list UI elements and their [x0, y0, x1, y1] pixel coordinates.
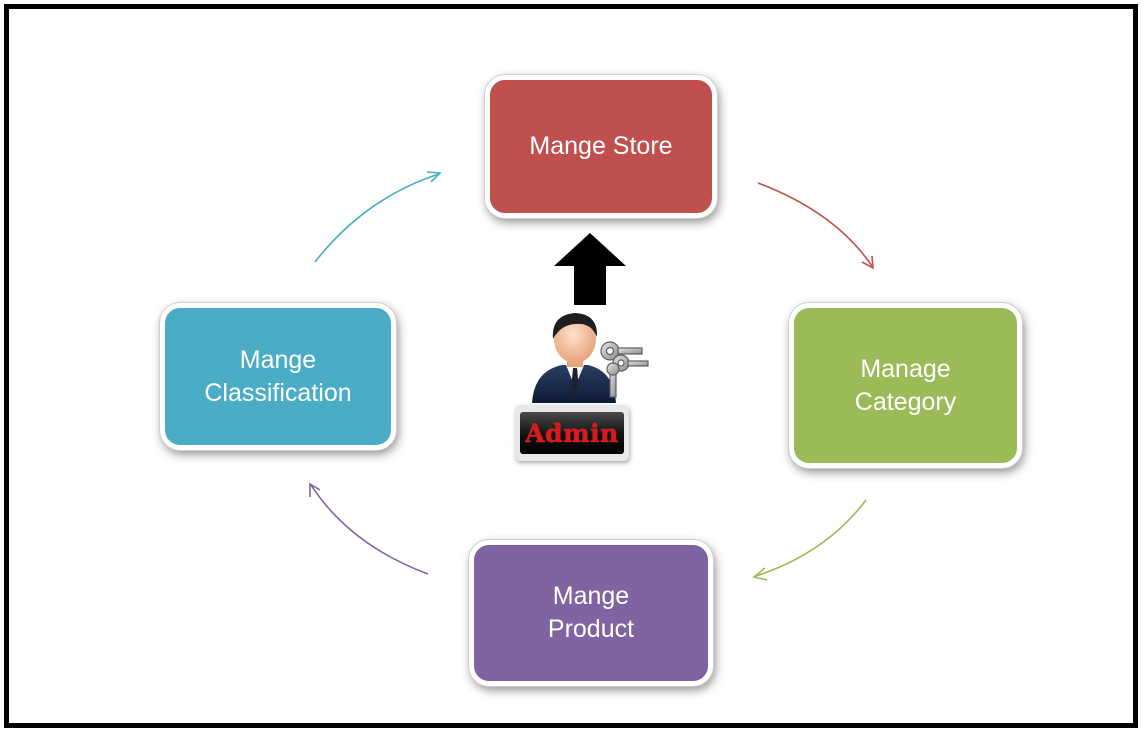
- manage-store-node[interactable]: Mange Store: [485, 75, 717, 218]
- manage-product-node[interactable]: Mange Product: [469, 540, 713, 686]
- manage-classification-node[interactable]: Mange Classification: [160, 303, 396, 450]
- admin-badge: Admin: [515, 405, 629, 461]
- admin-user-keys-icon: [518, 305, 651, 403]
- up-arrow-icon: [554, 233, 626, 309]
- manage-category-node[interactable]: Manage Category: [789, 303, 1022, 468]
- admin-badge-label: Admin: [520, 412, 624, 454]
